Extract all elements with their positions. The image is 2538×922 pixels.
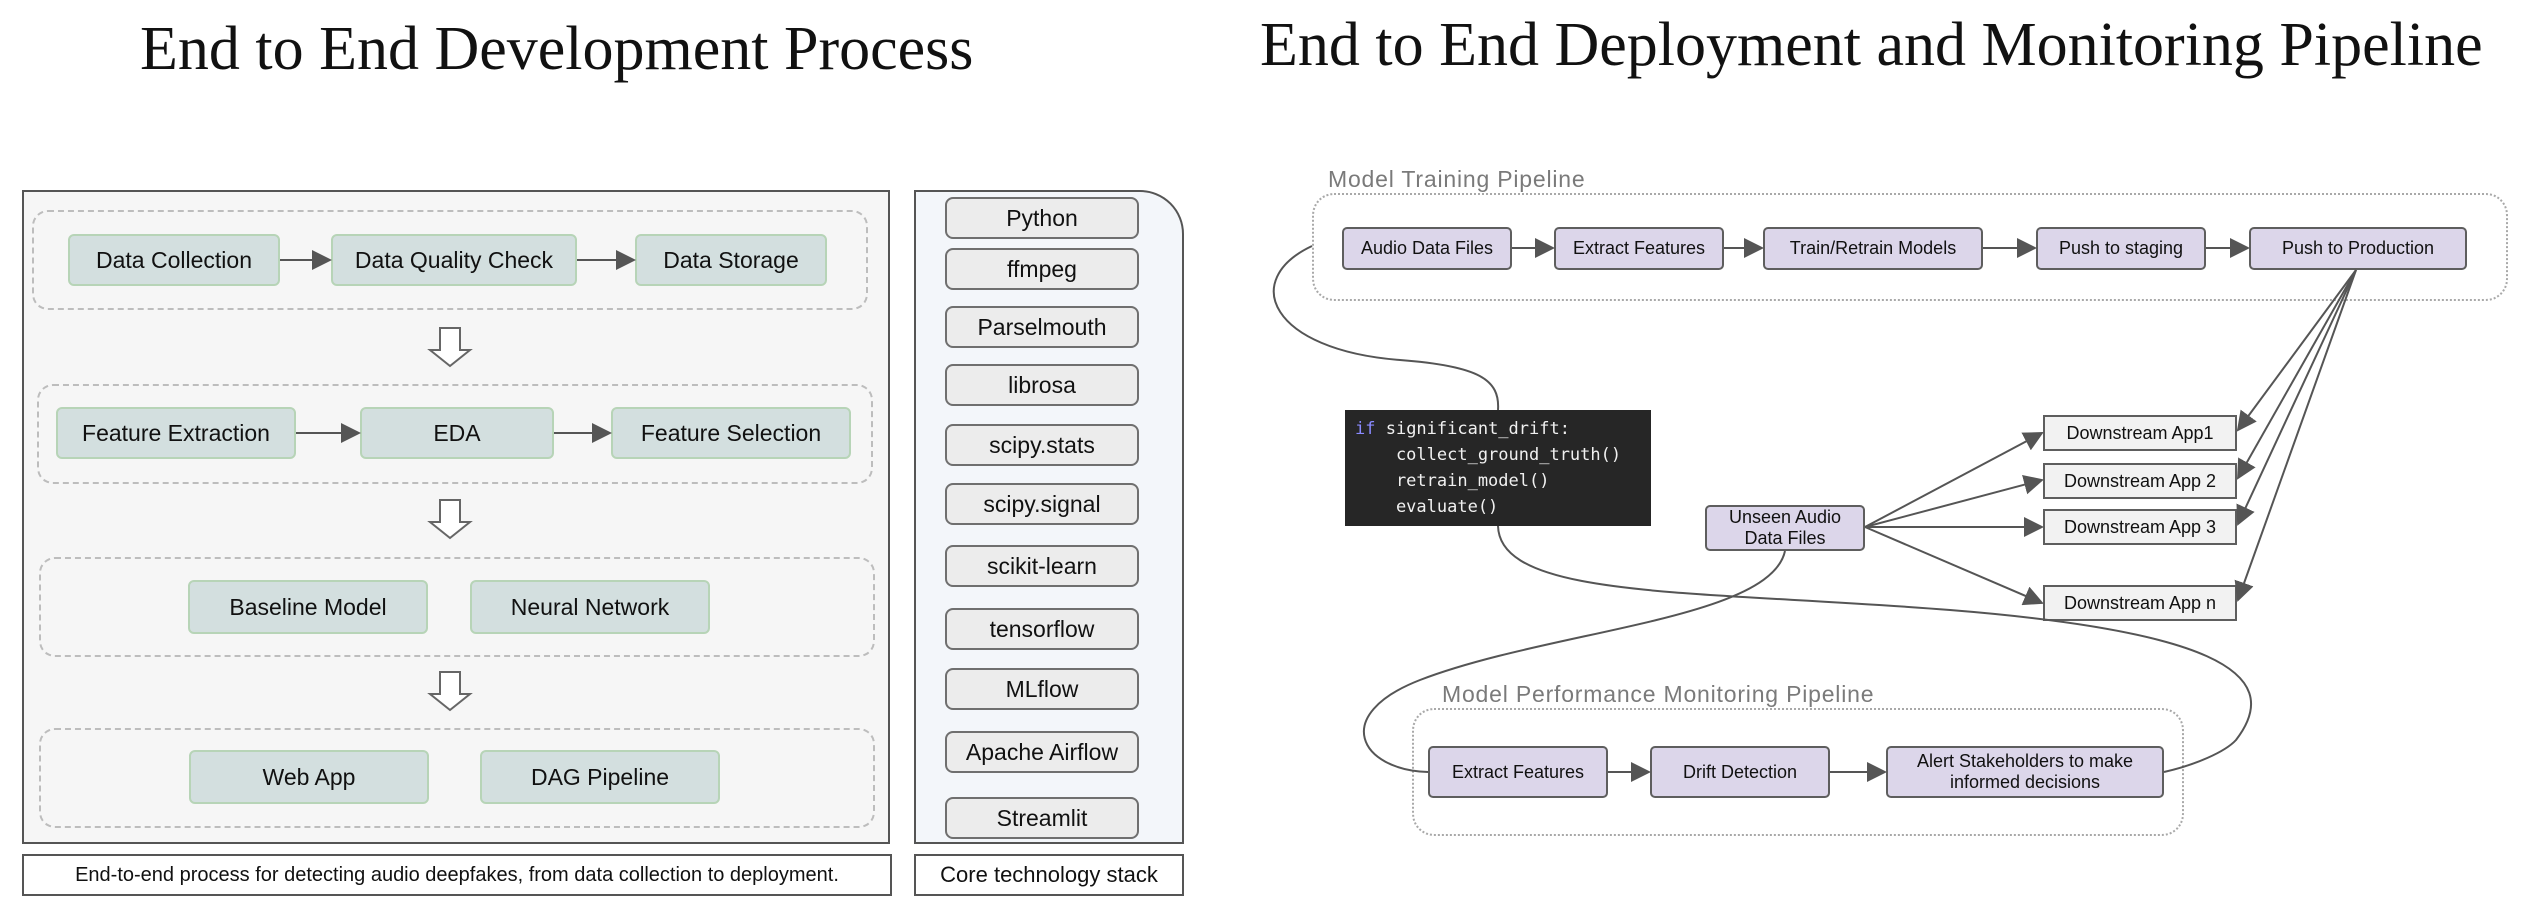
- right-title: End to End Deployment and Monitoring Pip…: [1260, 11, 2483, 79]
- feature-extraction-box: Feature Extraction: [56, 407, 296, 459]
- down-arrow-icon: [427, 327, 473, 368]
- downstream-app-1: Downstream App1: [2043, 415, 2237, 451]
- data-collection-box: Data Collection: [68, 234, 280, 286]
- stage-data-group: [32, 210, 868, 310]
- train-retrain-models-box: Train/Retrain Models: [1763, 227, 1983, 270]
- web-app-box: Web App: [189, 750, 429, 804]
- data-quality-check-box: Data Quality Check: [331, 234, 577, 286]
- audio-data-files-box: Audio Data Files: [1342, 227, 1512, 270]
- stage-models-group: [39, 557, 875, 657]
- tech-python: Python: [945, 197, 1139, 239]
- tech-mlflow: MLflow: [945, 668, 1139, 710]
- monitoring-pipeline-title: Model Performance Monitoring Pipeline: [1442, 681, 1875, 707]
- development-caption: End-to-end process for detecting audio d…: [22, 854, 892, 896]
- arrow-unseen-to-app2: [1864, 474, 2044, 528]
- feature-selection-box: Feature Selection: [611, 407, 851, 459]
- push-to-staging-box: Push to staging: [2036, 227, 2206, 270]
- tech-tensorflow: tensorflow: [945, 608, 1139, 650]
- code-line-1-rest: significant_drift:: [1375, 419, 1570, 439]
- tech-apache-airflow: Apache Airflow: [945, 731, 1139, 773]
- tech-librosa: librosa: [945, 364, 1139, 406]
- code-line-2: collect_ground_truth(): [1355, 445, 1622, 465]
- arrow-production-to-appn: [2234, 269, 2357, 602]
- arrow-unseen-to-appn: [1864, 526, 2044, 606]
- alert-line-1: Alert Stakeholders to make: [1916, 751, 2134, 772]
- down-arrow-icon: [427, 499, 473, 540]
- tech-stack-caption: Core technology stack: [914, 854, 1184, 896]
- code-line-3: retrain_model(): [1355, 471, 1550, 491]
- baseline-model-box: Baseline Model: [188, 580, 428, 634]
- drift-detection-box: Drift Detection: [1650, 746, 1830, 798]
- down-arrow-icon: [427, 671, 473, 712]
- tech-scikit-learn: scikit-learn: [945, 545, 1139, 587]
- downstream-app-3: Downstream App 3: [2043, 509, 2237, 545]
- neural-network-box: Neural Network: [470, 580, 710, 634]
- data-storage-box: Data Storage: [635, 234, 827, 286]
- tech-parselmouth: Parselmouth: [945, 306, 1139, 348]
- alert-stakeholders-box: Alert Stakeholders to make informed deci…: [1886, 746, 2164, 798]
- dag-pipeline-box: DAG Pipeline: [480, 750, 720, 804]
- tech-streamlit: Streamlit: [945, 797, 1139, 839]
- drift-code-snippet: if significant_drift: collect_ground_tru…: [1345, 410, 1651, 526]
- arrow-unseen-to-app1: [1864, 432, 2044, 528]
- downstream-app-n: Downstream App n: [2043, 585, 2237, 621]
- stage-features-group: [37, 384, 873, 484]
- training-pipeline-title: Model Training Pipeline: [1328, 166, 1586, 192]
- arrow-production-to-app3: [2236, 269, 2357, 526]
- push-to-production-box: Push to Production: [2249, 227, 2467, 270]
- stage-deploy-group: [39, 728, 875, 828]
- left-title: End to End Development Process: [140, 15, 974, 83]
- eda-box: EDA: [360, 407, 554, 459]
- extract-features-box: Extract Features: [1554, 227, 1724, 270]
- downstream-app-2: Downstream App 2: [2043, 463, 2237, 499]
- code-keyword: if: [1355, 419, 1376, 439]
- unseen-audio-data-files-box: Unseen Audio Data Files: [1705, 505, 1865, 551]
- monitor-extract-features-box: Extract Features: [1428, 746, 1608, 798]
- tech-scipy-signal: scipy.signal: [945, 483, 1139, 525]
- code-line-4: evaluate(): [1355, 497, 1499, 517]
- tech-ffmpeg: ffmpeg: [945, 248, 1139, 290]
- tech-scipy-stats: scipy.stats: [945, 424, 1139, 466]
- development-arrows: [280, 250, 636, 712]
- arrow-production-to-app2: [2237, 269, 2357, 480]
- unseen-data-line-1: Unseen Audio: [1728, 507, 1842, 528]
- code-line-1: if significant_drift:: [1355, 416, 1641, 442]
- unseen-data-line-2: Data Files: [1744, 528, 1826, 548]
- alert-line-2: informed decisions: [1949, 772, 2101, 792]
